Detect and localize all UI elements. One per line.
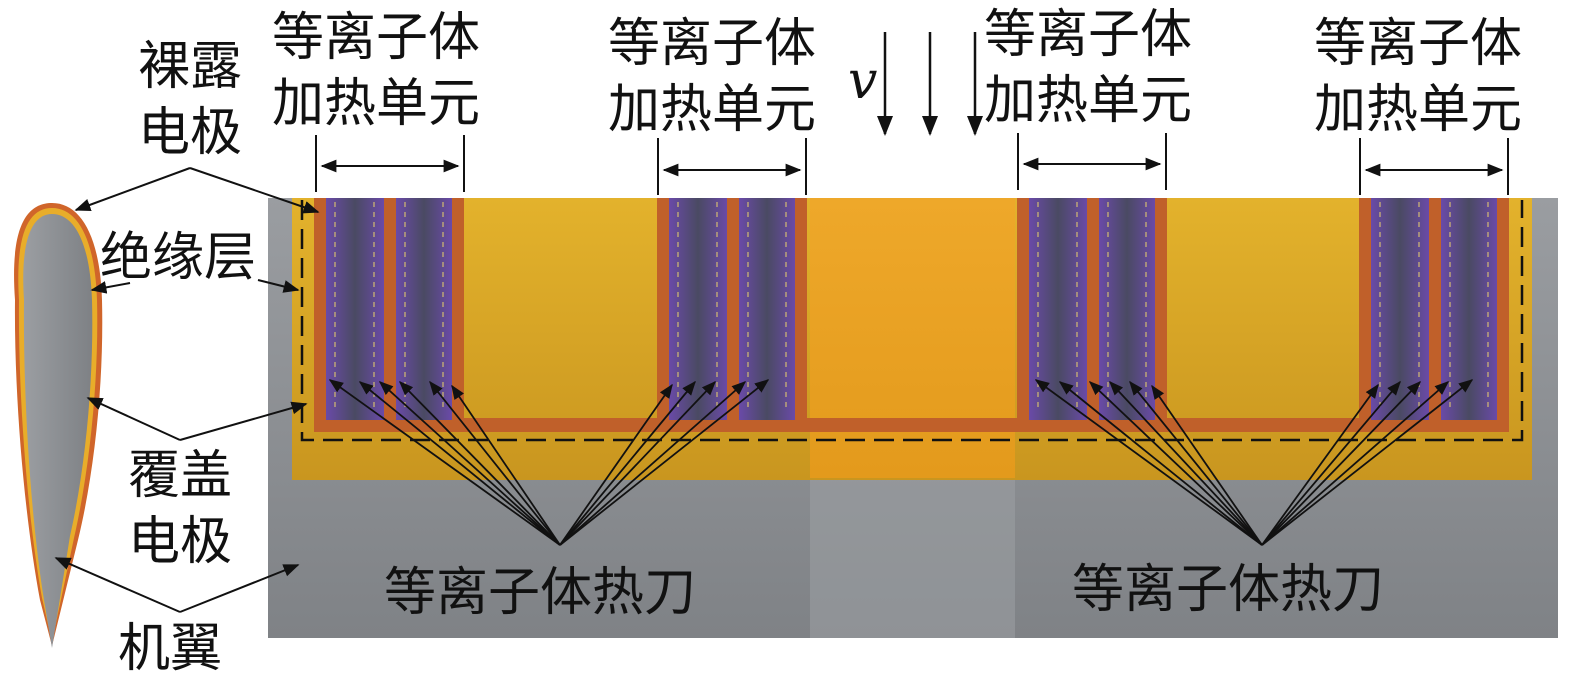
heating-unit-2-body [657,198,807,420]
heating-unit-3-label-line1: 等离子体 [984,5,1192,65]
leader-lines-left [54,167,320,613]
heating-unit-2-label-line1: 等离子体 [608,14,816,74]
heating-unit-1-label-line2: 加热单元 [272,74,480,134]
covered-electrode-strip [314,418,1509,432]
heating-unit-3-label-line2: 加热单元 [984,71,1192,131]
label-plasma-knife-left: 等离子体热刀 [384,563,696,623]
airfoil-section [14,203,103,648]
heating-unit-4-label-line1: 等离子体 [1314,14,1522,74]
label-covered-electrode-line2: 电极 [128,512,232,572]
label-plasma-knife-right: 等离子体热刀 [1072,560,1384,620]
heating-unit-2-label-line2: 加热单元 [608,80,816,140]
airfoil-body [23,214,93,648]
unit-width-indicators [315,133,1509,195]
label-insulation-layer: 绝缘层 [100,228,256,288]
heating-unit-3-body [1017,198,1167,420]
velocity-arrows [877,32,983,136]
substrate-center-band [810,478,1015,638]
label-bare-electrode-line2: 电极 [138,103,242,163]
label-covered-electrode-line1: 覆盖 [128,446,232,506]
label-velocity: v [848,51,877,111]
heating-unit-1-label-line1: 等离子体 [272,8,480,68]
plasma-knife-fan-left [328,379,770,546]
heating-unit-4-body [1359,198,1509,420]
heating-unit-4-label-line2: 加热单元 [1314,80,1522,140]
cross-section [268,198,1558,638]
insulation-boundary-dashed [300,200,1524,442]
label-bare-electrode-line1: 裸露 [138,37,242,97]
plasma-knife-fan-right [1034,379,1474,546]
heating-unit-1-body [314,198,464,420]
label-airfoil: 机翼 [118,619,222,679]
dielectric-center-band [810,198,1015,478]
